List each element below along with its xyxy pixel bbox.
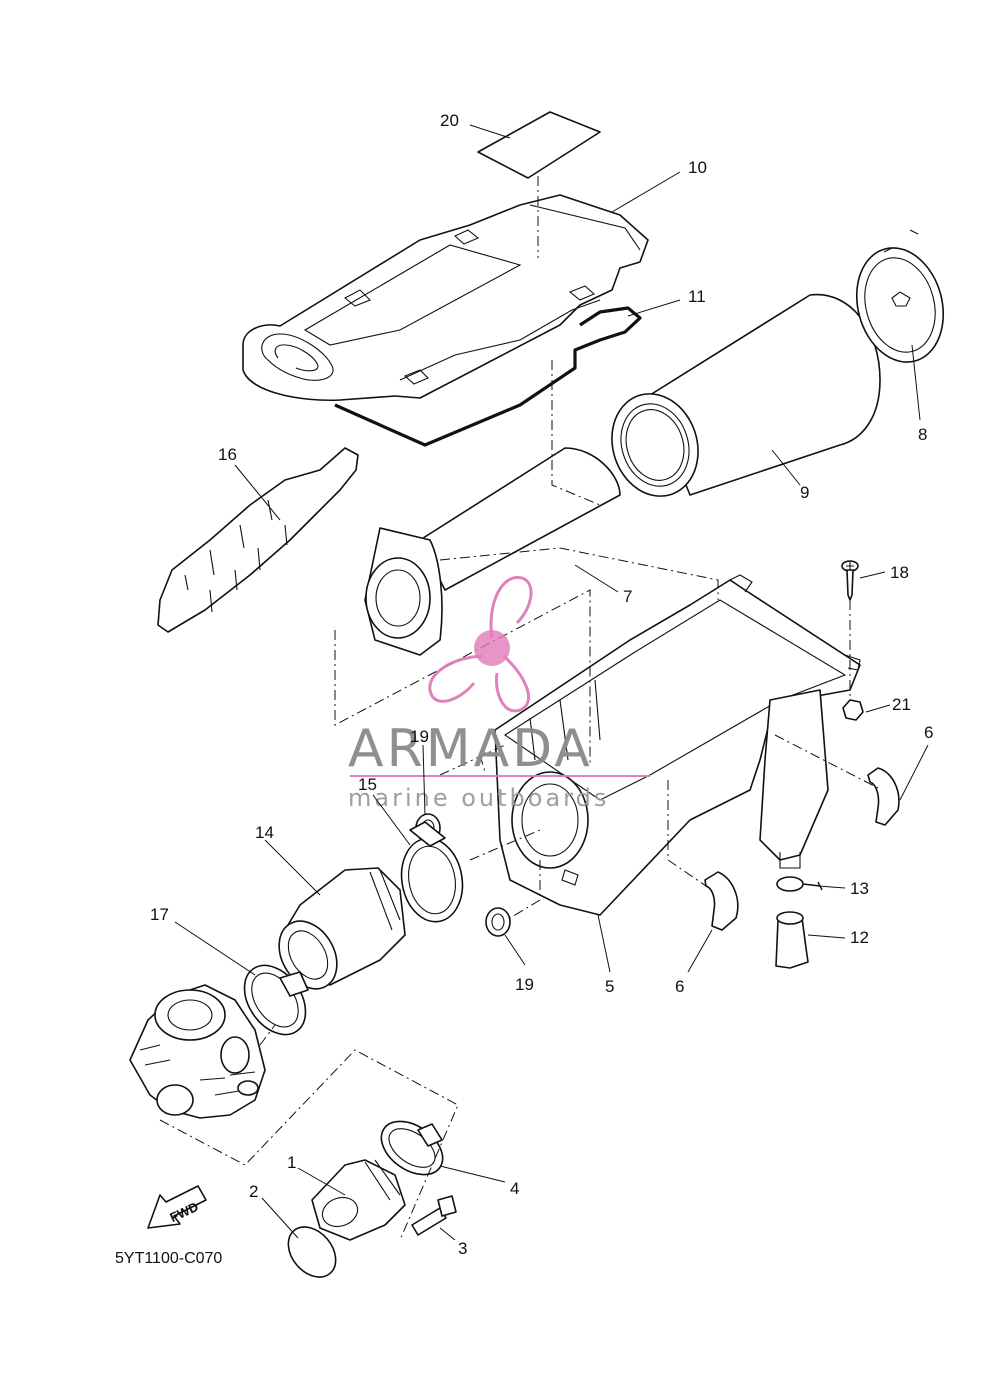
watermark-tagline: marine outboards	[348, 784, 609, 812]
part-7-element-holder	[364, 447, 621, 656]
part-12-drain-pipe	[775, 911, 809, 969]
callout-6-lower: 6	[675, 977, 684, 996]
part-10-case-cover	[242, 194, 649, 402]
callout-7: 7	[623, 587, 632, 606]
part-4-clamp	[380, 1120, 444, 1176]
part-3-bolt	[411, 1195, 457, 1236]
part-15-clamp	[400, 821, 464, 923]
callout-3: 3	[458, 1239, 467, 1258]
propeller-logo-icon	[428, 576, 533, 713]
part-5-case	[494, 574, 861, 916]
callout-4: 4	[510, 1179, 519, 1198]
callout-20: 20	[440, 111, 459, 130]
diagram-code: 5YT1100-C070	[115, 1250, 222, 1267]
part-8-end-cap	[855, 229, 945, 363]
callout-11: 11	[688, 287, 706, 306]
part-17-clamp	[243, 964, 309, 1036]
part-13-spring-clip	[776, 876, 823, 892]
carburetor	[129, 984, 266, 1119]
callout-12: 12	[850, 928, 869, 947]
part-6-clip-upper	[867, 767, 900, 826]
part-9-filter-element	[611, 293, 881, 497]
leader-lines	[174, 124, 929, 1241]
callout-18: 18	[890, 563, 909, 582]
part-21-nut	[842, 699, 864, 721]
callout-13: 13	[850, 879, 869, 898]
callout-5: 5	[605, 977, 614, 996]
callout-19-lower: 19	[515, 975, 534, 994]
part-20-label	[477, 111, 601, 179]
callout-labels: 20 10 11 8 9 16 7 18 21 6 19 15 14 13 17…	[150, 111, 933, 1258]
callout-2: 2	[249, 1182, 258, 1201]
part-2-o-ring	[287, 1226, 337, 1278]
callout-10: 10	[688, 158, 707, 177]
fwd-arrow-icon: FWD	[147, 1185, 207, 1229]
watermark-brand: ARMADA	[348, 719, 593, 779]
callout-9: 9	[800, 483, 809, 502]
part-11-gasket	[334, 306, 642, 447]
callout-19-upper: 19	[410, 727, 429, 746]
part-19-grommet-lower	[485, 907, 511, 937]
watermark: ARMADA marine outboards	[348, 576, 650, 812]
callout-8: 8	[918, 425, 927, 444]
part-6-clip-lower	[704, 871, 739, 931]
part-1-carb-joint	[311, 1159, 406, 1241]
callout-14: 14	[255, 823, 274, 842]
part-18-screw	[841, 560, 859, 601]
callout-16: 16	[218, 445, 237, 464]
callout-21: 21	[892, 695, 911, 714]
callout-17: 17	[150, 905, 169, 924]
assembly-lines	[159, 176, 879, 1241]
part-14-joint	[278, 867, 406, 990]
callout-15: 15	[358, 775, 377, 794]
part-16-screen	[157, 447, 359, 633]
callout-1: 1	[287, 1153, 296, 1172]
callout-6-upper: 6	[924, 723, 933, 742]
